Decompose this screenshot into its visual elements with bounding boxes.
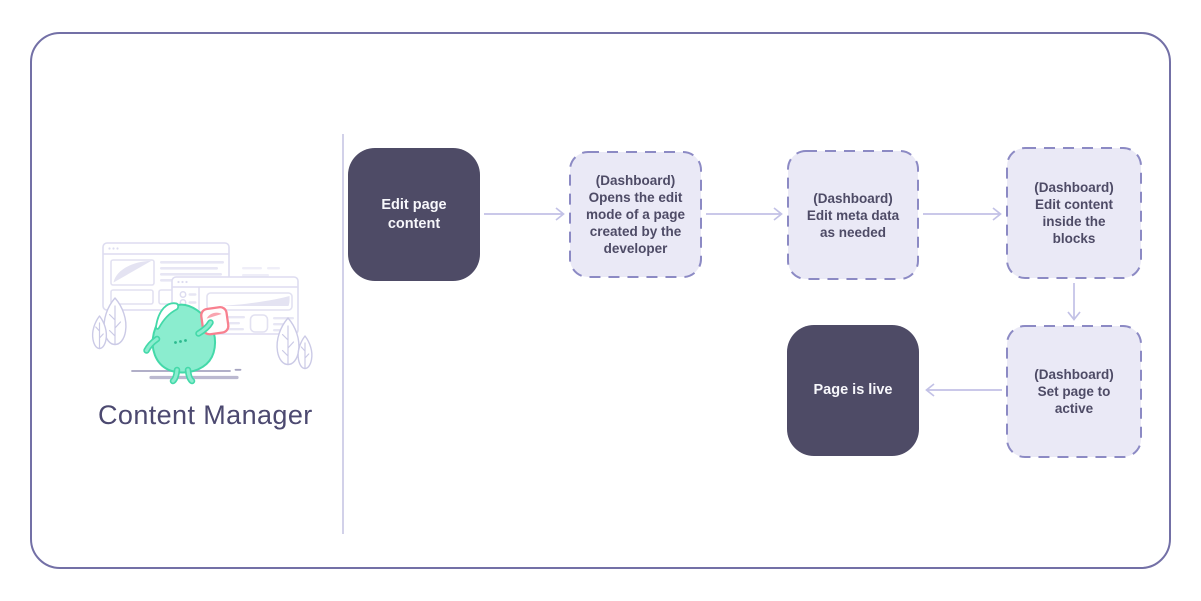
content-manager-card: Content Manager <box>30 32 1171 569</box>
plant-leaves-icon <box>91 297 127 350</box>
dashed-border <box>569 151 702 278</box>
content-manager-illustration <box>91 242 313 385</box>
node-label: (Dashboard) Set page to active <box>1034 367 1114 416</box>
flow-node-set-page-active: (Dashboard) Set page to active <box>1006 325 1142 458</box>
mascot-icon <box>143 303 217 385</box>
node-label: (Dashboard) Edit meta data as needed <box>806 190 900 240</box>
node-label: Page is live <box>813 382 893 399</box>
mascot-icon <box>155 302 214 344</box>
dashed-border <box>1006 325 1142 458</box>
plant-leaves-icon <box>276 317 313 370</box>
text-lines-decoration <box>242 267 280 277</box>
dashed-border <box>1006 147 1142 279</box>
dashed-border <box>787 150 919 280</box>
node-label: (Dashboard) Edit content inside the bloc… <box>1034 180 1114 246</box>
panel-divider <box>342 134 344 534</box>
node-label: (Dashboard) Opens the edit mode of a pag… <box>585 173 685 256</box>
browser-window-icon <box>102 242 230 311</box>
flow-node-open-edit-mode: (Dashboard) Opens the edit mode of a pag… <box>569 151 702 278</box>
node-label: Edit page content <box>381 197 447 232</box>
flow-node-edit-page-content: Edit page content <box>348 148 480 281</box>
page-title: Content Manager <box>98 400 313 430</box>
flow-node-edit-meta-data: (Dashboard) Edit meta data as needed <box>787 150 919 280</box>
flow-node-edit-content-blocks: (Dashboard) Edit content inside the bloc… <box>1006 147 1142 279</box>
flow-node-page-is-live: Page is live <box>787 325 919 456</box>
